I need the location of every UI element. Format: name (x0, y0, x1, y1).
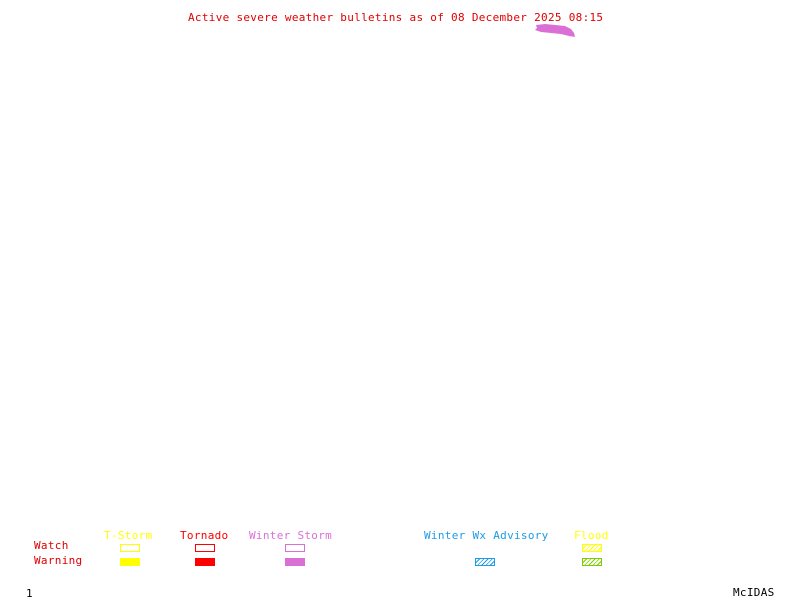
map-title: Active severe weather bulletins as of 08… (188, 11, 604, 24)
winter-advisory-swatch (475, 558, 495, 566)
legend-row-watch: Watch (34, 539, 69, 552)
tstorm-watch-swatch (120, 544, 140, 552)
flood-watch-swatch (582, 544, 602, 552)
legend-label-flood: Flood (574, 529, 609, 542)
flood-warning-swatch (582, 558, 602, 566)
winter-storm-watch-swatch (285, 544, 305, 552)
tstorm-warning-swatch (120, 558, 140, 566)
legend-label-winter-advisory: Winter Wx Advisory (424, 529, 549, 542)
winter-storm-warning-swatch (285, 558, 305, 566)
legend-row-warning: Warning (34, 554, 83, 567)
legend-label-winter-storm: Winter Storm (249, 529, 333, 542)
tornado-watch-swatch (195, 544, 215, 552)
winter-storm-warning-area (535, 24, 575, 37)
tornado-warning-swatch (195, 558, 215, 566)
mcidas-label: McIDAS (733, 586, 775, 599)
legend-label-tstorm: T-Storm (104, 529, 153, 542)
frame-number: 1 (26, 587, 33, 600)
legend-label-tornado: Tornado (180, 529, 229, 542)
